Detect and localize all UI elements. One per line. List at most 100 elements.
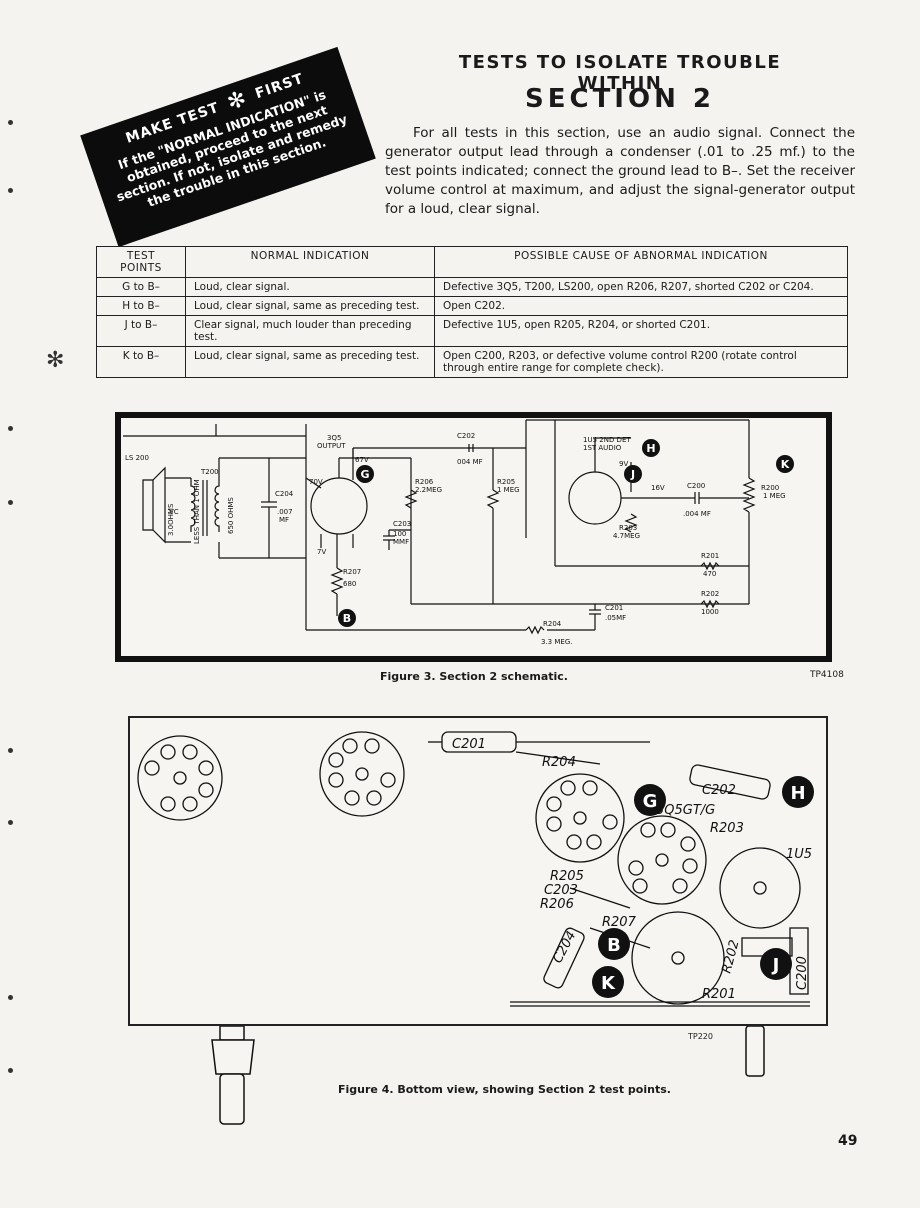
chassis-knob-left (211, 1026, 255, 1125)
c204-label: C204 (275, 490, 294, 498)
r206-value: 2.2MEG (415, 486, 442, 494)
test-point-j-label: J (771, 955, 780, 976)
r202-label: R202 (719, 938, 742, 975)
test-point-j-label: J (630, 468, 635, 481)
r205-value: 1 MEG (497, 486, 520, 494)
3q5gt-label: 3Q5GT/G (656, 803, 715, 818)
binder-hole (8, 500, 13, 505)
r206-label: R206 (415, 478, 434, 486)
chassis-bottom-diagram: G H J K B C201 R204 C202 3Q5GT/G R203 1U… (137, 731, 814, 1007)
67v-label: 67V (355, 456, 369, 464)
r204-label: R204 (543, 620, 562, 628)
binder-hole (8, 188, 13, 193)
c202-label: C202 (702, 783, 736, 798)
1st-audio-label: 1ST AUDIO (583, 444, 622, 452)
cause-cell: Open C202. (434, 296, 848, 316)
binder-hole (8, 748, 13, 753)
r207-label: R207 (602, 915, 637, 930)
c202-value: 004 MF (457, 458, 483, 466)
650ohms-label: 650 OHMS (227, 497, 235, 534)
figure-3-caption: Figure 3. Section 2 schematic. (380, 670, 568, 683)
3ohms-label: 3.0OHMS (167, 503, 175, 536)
c203-label: C203 (544, 883, 578, 898)
table-row: J to B– Clear signal, much louder than p… (96, 315, 848, 347)
r207-value: 680 (343, 580, 356, 588)
make-test-first-banner: MAKE TEST ✻ FIRST If the "NORMAL INDICAT… (80, 46, 376, 248)
normal-indication-cell: Loud, clear signal. (185, 277, 435, 297)
7v-label: 7V (317, 548, 326, 556)
binder-hole (8, 820, 13, 825)
c203-value: 100 (393, 530, 406, 538)
test-point-h-label: H (646, 442, 655, 455)
binder-hole (8, 1068, 13, 1073)
test-point-k-label: K (601, 973, 616, 994)
c203-unit: MMF (393, 538, 409, 546)
r203-label: R203 (710, 821, 744, 836)
test-point-cell: H to B– (96, 296, 186, 316)
ls200-label: LS 200 (125, 454, 149, 462)
c200-value: .004 MF (683, 510, 711, 518)
r204-value: 3.3 MEG. (541, 638, 572, 646)
test-point-g-label: G (360, 468, 369, 481)
c201-value: .05MF (605, 614, 626, 622)
binder-hole (8, 426, 13, 431)
r207-label: R207 (343, 568, 361, 576)
col-test-points: TEST POINTS (96, 246, 186, 278)
70v-label: 70V (309, 478, 323, 486)
9v-label: 9V (619, 460, 628, 468)
r203-value: 4.7MEG (613, 532, 640, 540)
star-icon: ✻ (224, 85, 251, 116)
c201-label: C201 (605, 604, 623, 612)
table-row: K to B– Loud, clear signal, same as prec… (96, 346, 848, 378)
page-title: TESTS TO ISOLATE TROUBLE WITHIN (458, 52, 782, 94)
r202-label: R202 (701, 590, 719, 598)
r203-label: R203 (619, 524, 637, 532)
bottom-view-figure: G H J K B C201 R204 C202 3Q5GT/G R203 1U… (128, 716, 828, 1026)
c202-label: C202 (457, 432, 475, 440)
c200-label: C200 (795, 956, 810, 990)
16v-label: 16V (651, 484, 665, 492)
r201-label: R201 (701, 552, 719, 560)
cause-cell: Open C200, R203, or defective volume con… (434, 346, 848, 378)
binder-hole (8, 120, 13, 125)
figure-3-ref: TP4108 (810, 670, 844, 680)
r201-label: R201 (702, 987, 736, 1002)
figure-4-caption: Figure 4. Bottom view, showing Section 2… (338, 1083, 671, 1096)
normal-indication-cell: Loud, clear signal, same as preceding te… (185, 296, 435, 316)
normal-indication-cell: Loud, clear signal, same as preceding te… (185, 346, 435, 378)
r205-label: R205 (550, 869, 584, 884)
c200-label: C200 (687, 482, 705, 490)
3q5-label: 3Q5 (327, 434, 341, 442)
table-row: G to B– Loud, clear signal. Defective 3Q… (96, 277, 848, 297)
r206-label: R206 (540, 897, 574, 912)
output-label: OUTPUT (317, 442, 346, 450)
vc-label: VC (169, 508, 179, 516)
1u5-label: 1U5 (786, 847, 812, 862)
cause-cell: Defective 3Q5, T200, LS200, open R206, R… (434, 277, 848, 297)
figure-4-ref: TP220 (688, 1032, 713, 1041)
t200-label: T200 (200, 468, 219, 476)
table-header-row: TEST POINTS NORMAL INDICATION POSSIBLE C… (96, 246, 848, 278)
c203-label: C203 (393, 520, 411, 528)
r201-value: 470 (703, 570, 716, 578)
r204-label: R204 (542, 755, 576, 770)
test-point-k-label: K (781, 458, 790, 471)
col-normal-indication: NORMAL INDICATION (185, 246, 435, 278)
page-number: 49 (838, 1133, 858, 1149)
test-point-cell: G to B– (96, 277, 186, 297)
test-point-h-label: H (790, 783, 805, 804)
chassis-knob-right (745, 1026, 765, 1077)
c201-label: C201 (452, 737, 486, 752)
cause-cell: Defective 1U5, open R205, R204, or short… (434, 315, 848, 347)
c204-value: .007 (277, 508, 293, 516)
star-icon: ✻ (46, 348, 65, 373)
section-title: SECTION 2 (525, 84, 715, 114)
test-point-b-label: B (343, 612, 351, 625)
r200-label: R200 (761, 484, 779, 492)
table-row: H to B– Loud, clear signal, same as prec… (96, 296, 848, 316)
less-than-1-ohm-label: LESS THAN 1 OHM (193, 479, 201, 544)
schematic-diagram: G H J K B LS 200 T200 VC 3.0OHMS LESS TH… (123, 419, 794, 646)
test-points-table: TEST POINTS NORMAL INDICATION POSSIBLE C… (96, 246, 848, 378)
r200-value: 1 MEG (763, 492, 786, 500)
intro-paragraph: For all tests in this section, use an au… (385, 125, 855, 217)
